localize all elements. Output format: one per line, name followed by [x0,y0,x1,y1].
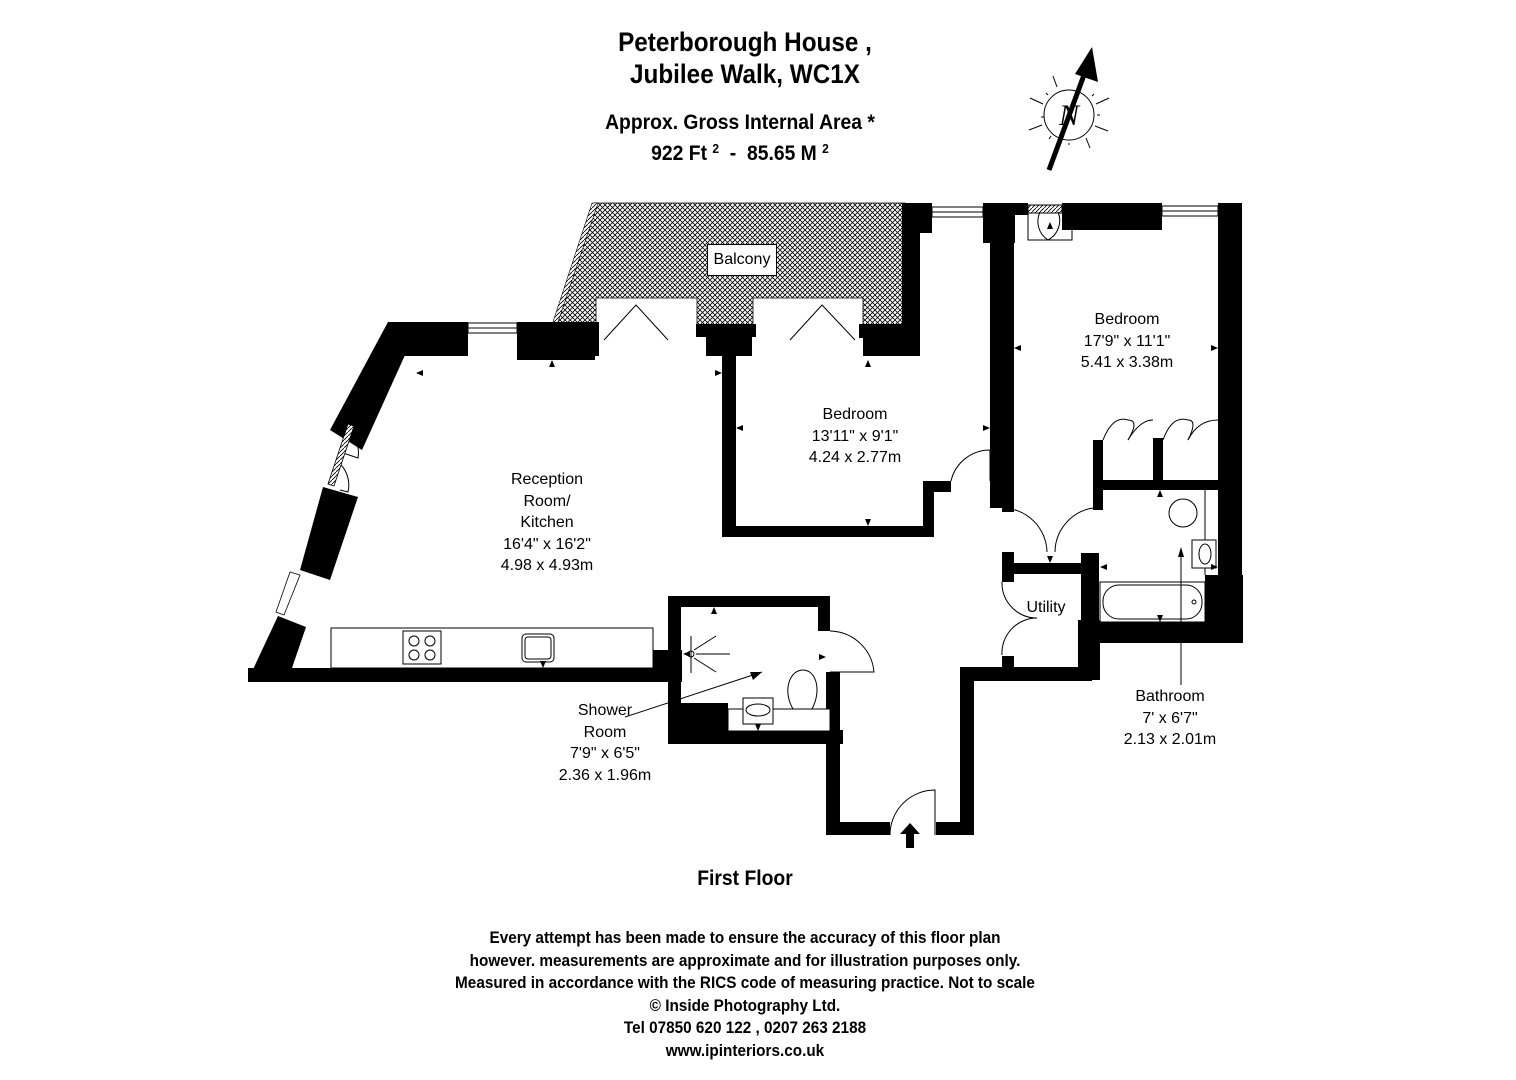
floor-label: First Floor [697,867,793,890]
property-title-line2: Jubilee Walk, WC1X [629,59,861,89]
copyright: © Inside Photography Ltd. [649,995,841,1015]
area-sqft: 922 Ft [651,142,708,165]
room-name: Utility [1026,599,1066,616]
disclaimer-line: however. measurements are approximate an… [469,950,1021,970]
room-dimensions-metric: 4.24 x 2.77m [808,449,902,466]
room-dimensions-metric: 2.13 x 2.01m [1123,731,1217,748]
property-title-line1: Peterborough House , [618,27,872,57]
disclaimer: Every attempt has been made to ensure th… [75,927,1416,1062]
room-label-bedroom-1: Bedroom 13'11" x 9'1" 4.24 x 2.77m [790,404,920,469]
room-dimensions-metric: 2.36 x 1.96m [558,766,652,784]
door-swings [337,211,1219,836]
room-name: Room/ [523,492,571,510]
disclaimer-line: Measured in accordance with the RICS cod… [455,973,1035,992]
room-name: Bedroom [822,406,888,423]
area-values: 922 Ft 2 - 85.65 M 2 [59,136,1421,166]
toilet-icon [1168,498,1198,528]
dimension-markers [416,222,1218,731]
svg-text:N: N [1058,99,1081,132]
area-sqm-unit: 2 [822,141,829,156]
disclaimer-line: Every attempt has been made to ensure th… [489,928,1001,947]
room-name: Bedroom [1094,311,1160,328]
area-separator: - [729,142,737,165]
area-sqm: 85.65 M [746,142,817,165]
bathroom-fixtures [1099,490,1217,623]
room-dimensions-metric: 5.41 x 3.38m [1080,354,1174,371]
room-label-bathroom: Bathroom 7' x 6'7" 2.13 x 2.01m [1105,686,1235,751]
entrance-arrow-icon [900,823,920,848]
north-arrow-icon: N [1028,47,1110,171]
toilet-icon [787,669,818,710]
phone-numbers: Tel 07850 620 122 , 0207 263 2188 [623,1018,867,1037]
room-name: Bathroom [1135,688,1205,705]
area-sqft-unit: 2 [712,141,720,156]
room-label-utility: Utility [1016,597,1076,619]
room-name: Shower [577,702,633,719]
hob-icon [402,630,442,665]
leader-lines [624,550,1182,718]
website-link[interactable]: www.ipinteriors.co.uk [665,1040,825,1060]
room-dimensions-imperial: 17'9" x 11'1" [1083,332,1171,350]
room-name: Reception [510,471,584,488]
room-dimensions-imperial: 16'4" x 16'2" [503,535,591,553]
balcony-label: Balcony [707,244,777,276]
room-dimensions-imperial: 7' x 6'7" [1142,709,1198,727]
walls [248,203,1243,835]
room-name: Room [583,723,627,741]
room-dimensions-imperial: 13'11" x 9'1" [811,427,899,445]
room-label-shower-room: Shower Room 7'9" x 6'5" 2.36 x 1.96m [540,700,670,786]
room-name: Kitchen [520,514,574,531]
room-dimensions-metric: 4.98 x 4.93m [500,557,594,574]
kitchen-counter [330,627,654,669]
room-label-reception: Reception Room/ Kitchen 16'4" x 16'2" 4.… [480,469,614,577]
room-dimensions-imperial: 7'9" x 6'5" [570,745,640,762]
kitchen-fittings [330,627,654,669]
room-label-bedroom-2: Bedroom 17'9" x 11'1" 5.41 x 3.38m [1062,309,1192,374]
area-label: Approx. Gross Internal Area * [605,111,875,134]
